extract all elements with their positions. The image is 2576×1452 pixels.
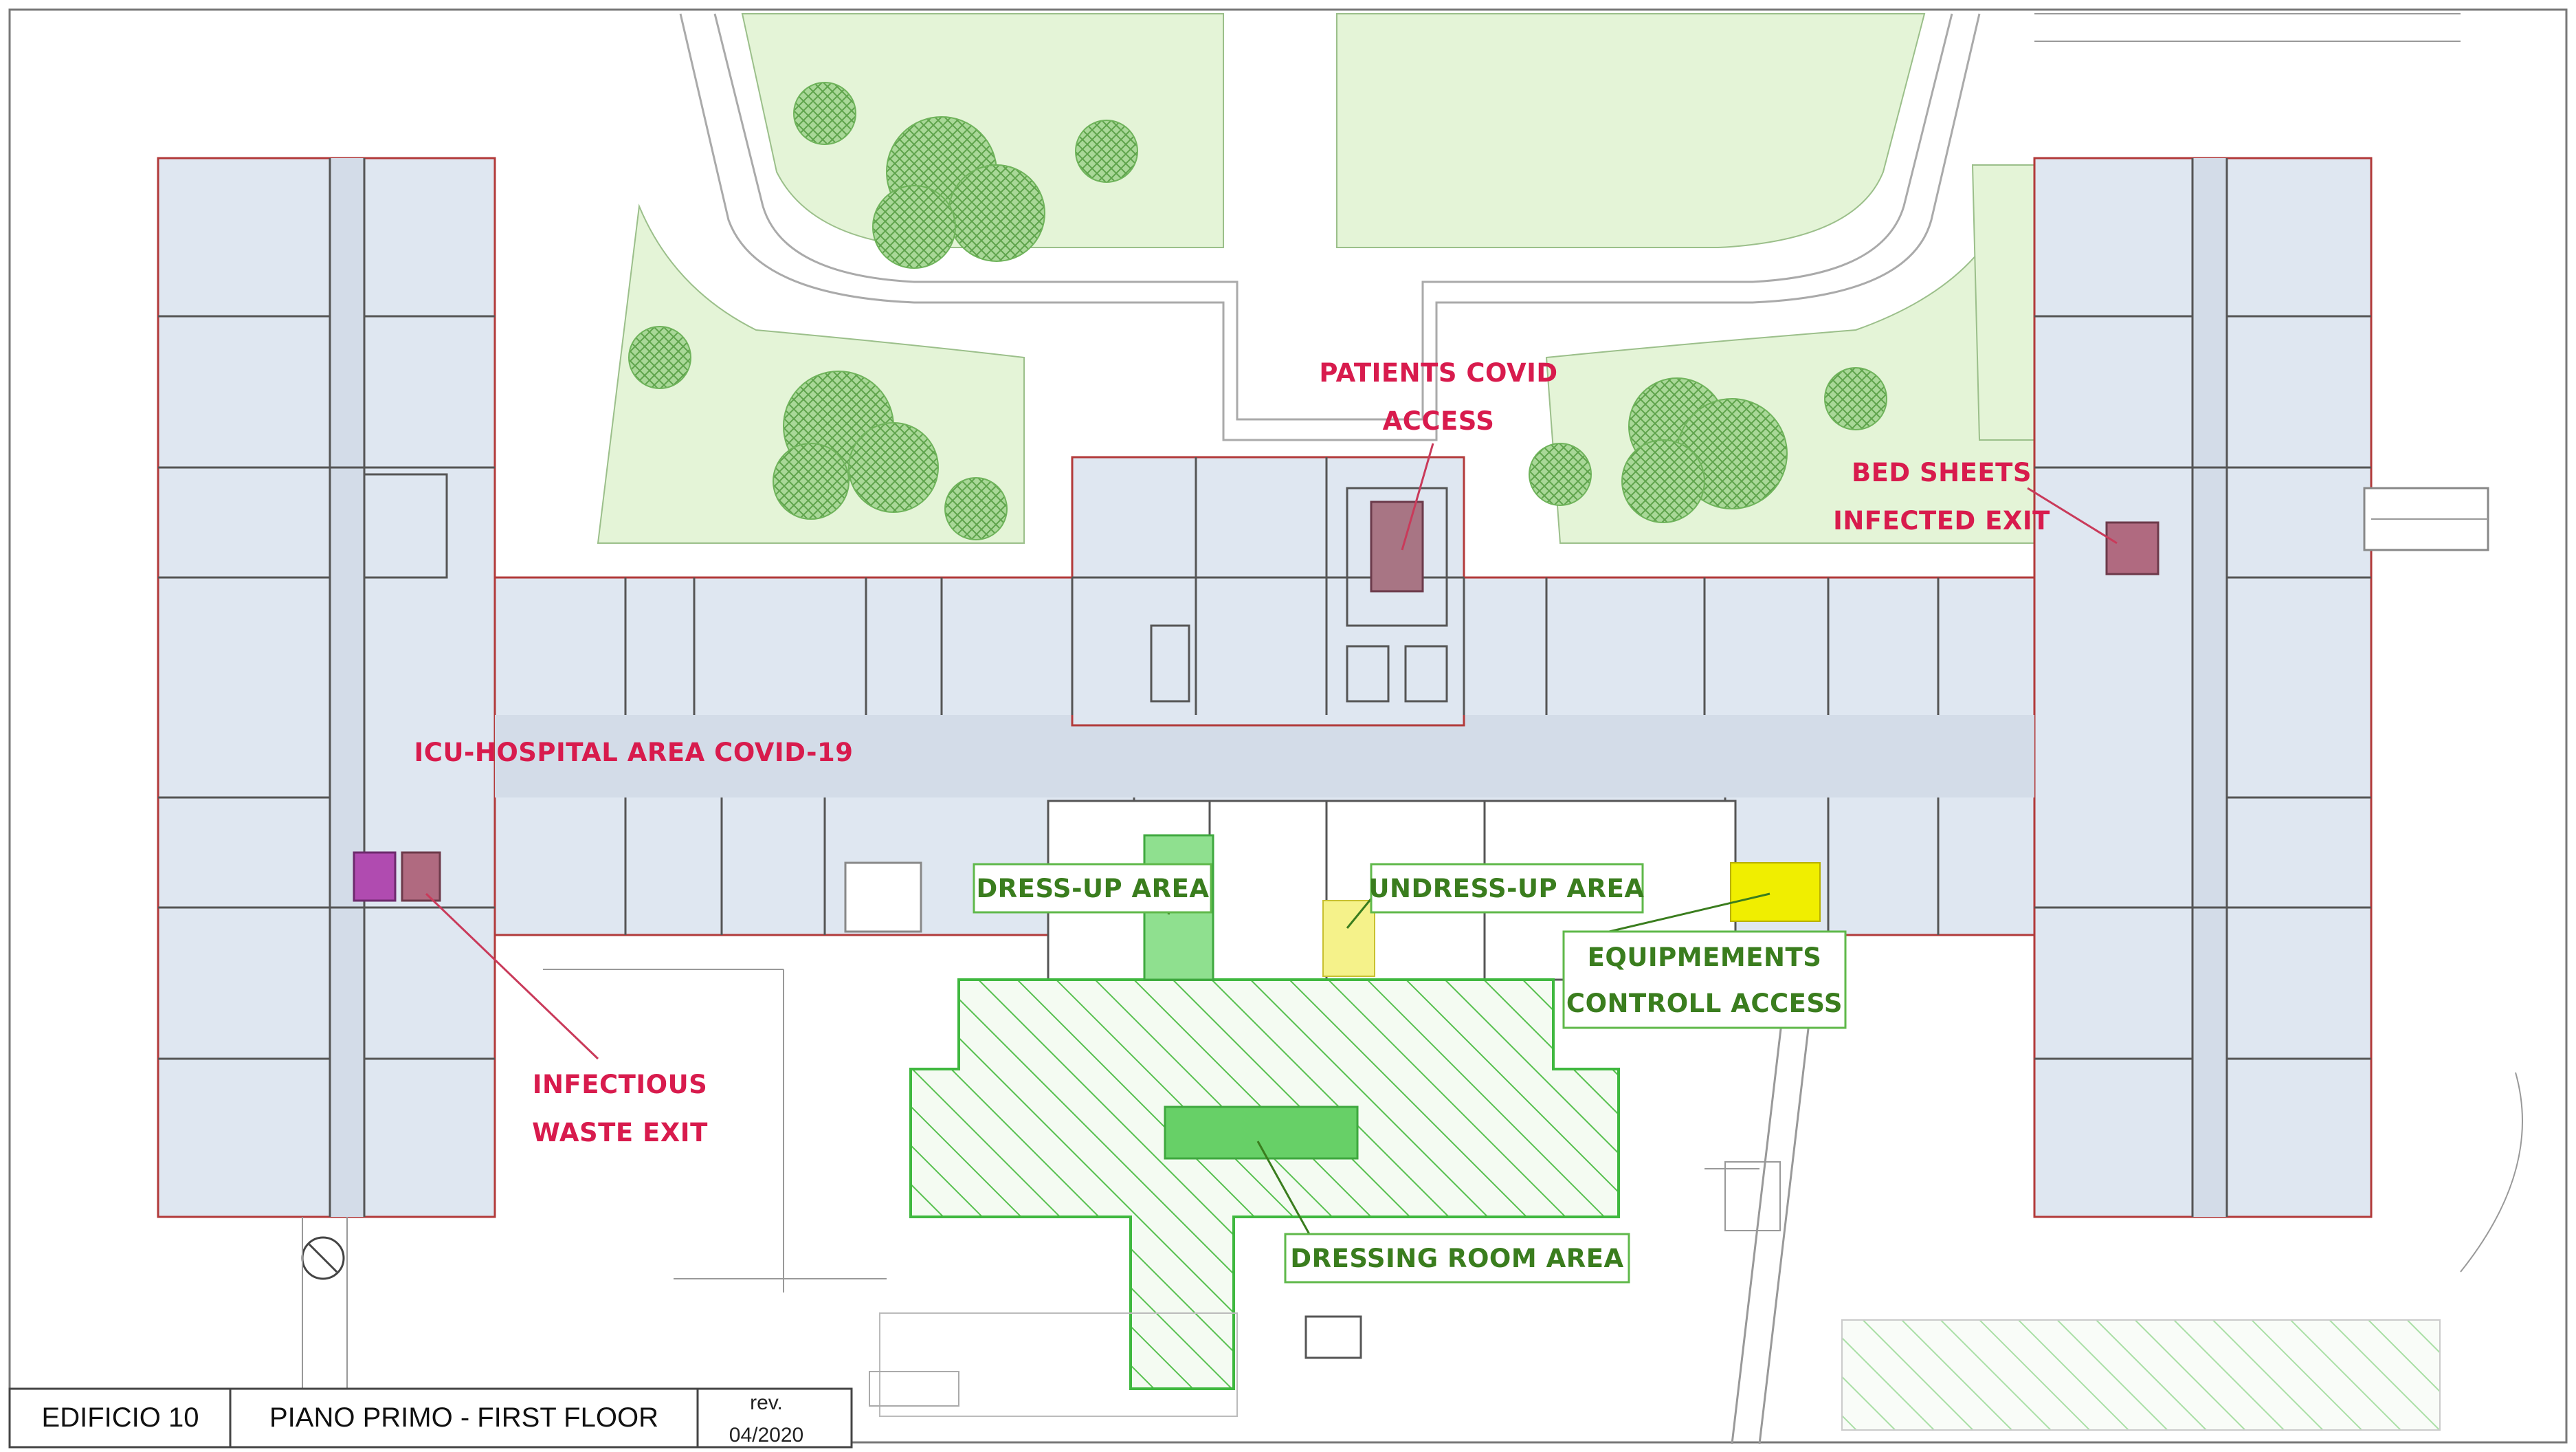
left-wing: [157, 157, 496, 1218]
undress-up-zone: [1322, 900, 1375, 977]
revision-date: 04/2020: [729, 1424, 803, 1446]
undress-up-label: UNDRESS-UP AREA: [1368, 874, 1644, 903]
bed-sheets-label-line2: INFECTED EXIT: [1833, 506, 2050, 536]
trees: [628, 82, 1887, 540]
infectious-waste-room: [353, 851, 397, 902]
waste-room-adjacent: [401, 851, 441, 902]
equipments-label-box: [1562, 930, 1847, 1029]
infectious-waste-label-line2: WASTE EXIT: [532, 1118, 708, 1147]
equipment-zone: [1730, 862, 1821, 922]
infectious-waste-label-line1: INFECTIOUS: [533, 1070, 708, 1099]
bed-sheets-label-line1: BED SHEETS: [1852, 458, 2032, 487]
equipments-label-line1: EQUIPMEMENTS: [1588, 943, 1822, 972]
floor-name: PIANO PRIMO - FIRST FLOOR: [269, 1402, 658, 1433]
building-name: EDIFICIO 10: [42, 1402, 199, 1433]
patients-covid-access-label-line1: PATIENTS COVID: [1319, 358, 1557, 388]
icu-area-label: ICU-HOSPITAL AREA COVID-19: [414, 738, 854, 767]
patients-covid-access-stair: [1370, 500, 1424, 593]
equipments-label-line2: CONTROLL ACCESS: [1566, 989, 1843, 1018]
dressing-room-label-box: [1284, 1233, 1630, 1284]
dress-up-label: DRESS-UP AREA: [976, 874, 1209, 903]
title-block: EDIFICIO 10 PIANO PRIMO - FIRST FLOOR re…: [8, 1387, 853, 1449]
revision-label: rev.: [750, 1392, 783, 1414]
surroundings: [301, 13, 2523, 1431]
drawing-frame: [8, 8, 2568, 1444]
dressing-room-label: DRESSING ROOM AREA: [1290, 1244, 1623, 1273]
dressing-room-core: [1164, 1106, 1359, 1160]
patients-covid-access-label-line2: ACCESS: [1383, 406, 1495, 436]
dressing-room-hatched-area: [909, 978, 1620, 1390]
bed-sheets-room: [2105, 521, 2159, 575]
dress-up-label-box: [973, 863, 1212, 914]
undress-up-label-box: [1370, 863, 1644, 914]
